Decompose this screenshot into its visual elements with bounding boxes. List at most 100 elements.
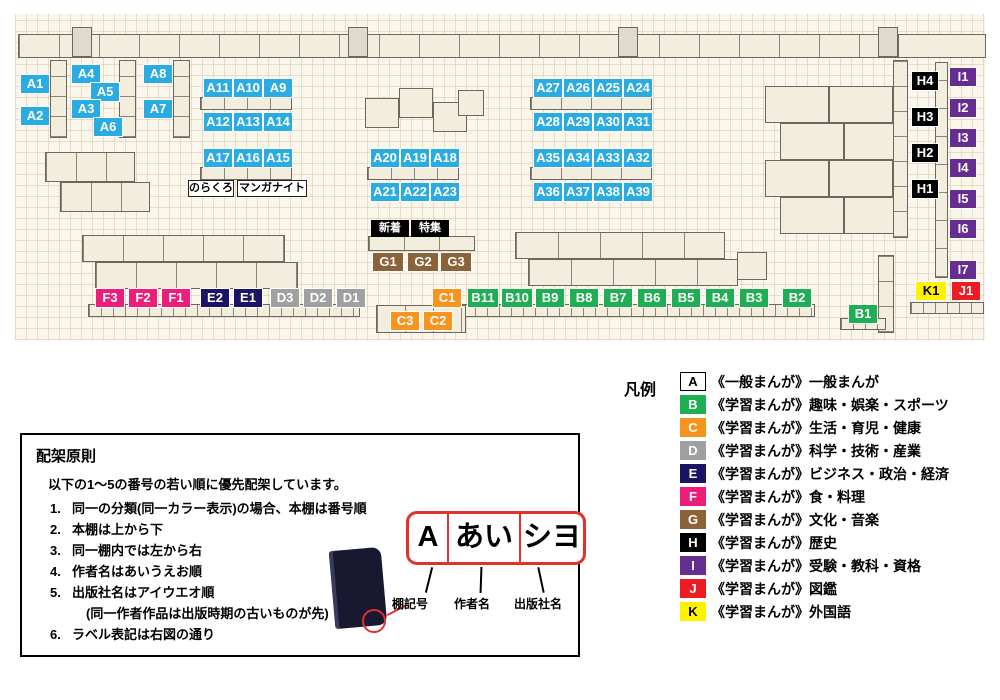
- rule-text: 作者名はあいうえお順: [72, 564, 203, 579]
- shelf-label-a24: A24: [623, 78, 653, 98]
- shelf-label-i5: I5: [949, 189, 977, 209]
- shelf-label-b11: B11: [467, 288, 499, 308]
- shelf-label-a6: A6: [93, 117, 123, 137]
- rule-text: 同一棚内では左から右: [72, 543, 203, 558]
- shelf-label-i3: I3: [949, 128, 977, 148]
- map-text-label-1: マンガナイト: [237, 180, 307, 197]
- shelf-label-b10: B10: [501, 288, 533, 308]
- shelf-block: [878, 255, 894, 333]
- shelf-block: [829, 160, 893, 197]
- shelf-block: [18, 34, 898, 58]
- shelf-block: [173, 60, 190, 138]
- shelf-block: [935, 62, 948, 278]
- legend-category: 食・料理: [809, 488, 865, 505]
- callout-2: 作者名: [454, 597, 491, 611]
- shelf-label-a39: A39: [623, 182, 653, 202]
- rule-number: 5.: [50, 585, 61, 600]
- shelf-label-a1: A1: [20, 74, 50, 94]
- shelf-label-g1: G1: [372, 252, 404, 272]
- legend-chip-a: A: [680, 372, 706, 391]
- legend-chip-b: B: [680, 395, 706, 414]
- shelf-block: [515, 232, 725, 259]
- shelf-block: [365, 98, 399, 128]
- shelf-label-f3: F3: [95, 288, 125, 308]
- legend-chip-h: H: [680, 533, 706, 552]
- legend-series: 《学習まんが》: [711, 419, 809, 436]
- shelf-block: [50, 60, 67, 138]
- shelf-label-a16: A16: [233, 148, 263, 168]
- rule-text: 出版社名はアイウエオ順: [72, 585, 215, 600]
- shelf-label-j1: J1: [951, 281, 981, 301]
- shelf-label-c3: C3: [390, 311, 420, 331]
- principles-intro: 以下の1〜5の番号の若い順に優先配架しています。: [48, 477, 347, 492]
- rule-5-note: (同一作者作品は出版時期の古いものが先): [86, 606, 329, 621]
- callout-line-2: [479, 566, 483, 594]
- shelf-label-a23: A23: [430, 182, 460, 202]
- shelf-label-a10: A10: [233, 78, 263, 98]
- rule-number: 2.: [50, 522, 61, 537]
- shelf-label-c1: C1: [432, 288, 462, 308]
- shelf-label-d1: D1: [336, 288, 366, 308]
- shelf-label-a37: A37: [563, 182, 593, 202]
- shelf-label-a27: A27: [533, 78, 563, 98]
- label-highlight-circle: [362, 609, 386, 633]
- principles-panel: 配架原則 以下の1〜5の番号の若い順に優先配架しています。 1.同一の分類(同一…: [20, 433, 586, 657]
- rule-text: ラベル表記は右図の通り: [72, 627, 216, 642]
- shelf-label-g3: G3: [440, 252, 472, 272]
- shelf-label-a25: A25: [593, 78, 623, 98]
- shelf-block: [200, 167, 292, 180]
- legend-series: 《学習まんが》: [711, 511, 809, 528]
- shelf-label-i7: I7: [949, 260, 977, 280]
- legend-item-c: C《学習まんが》生活・育児・健康: [680, 416, 949, 439]
- rule-number: 6.: [50, 627, 61, 642]
- shelf-label-b8: B8: [569, 288, 599, 308]
- shelf-label-b3: B3: [739, 288, 769, 308]
- shelf-label-a28: A28: [533, 112, 563, 132]
- book-label-cell-3: シヨ: [522, 521, 581, 553]
- shelf-block: [95, 262, 298, 289]
- shelf-label-g2: G2: [407, 252, 439, 272]
- shelf-label-a35: A35: [533, 148, 563, 168]
- legend-category: 図鑑: [809, 580, 837, 597]
- legend-series: 《学習まんが》: [711, 396, 809, 413]
- callout-1: 棚記号: [392, 597, 429, 611]
- shelf-label-a11: A11: [203, 78, 233, 98]
- map-text-label-2: 新着: [371, 220, 409, 237]
- rule-2: 2.本棚は上から下: [50, 519, 564, 540]
- legend-chip-k: K: [680, 602, 706, 621]
- shelf-label-e1: E1: [233, 288, 263, 308]
- legend-category: 科学・技術・産業: [809, 442, 921, 459]
- legend-category: 文化・音楽: [809, 511, 879, 528]
- rule-number: 3.: [50, 543, 61, 558]
- legend-item-i: I《学習まんが》受験・教科・資格: [680, 554, 949, 577]
- shelf-label-i1: I1: [949, 67, 977, 87]
- shelf-block: [399, 88, 433, 118]
- shelf-label-f1: F1: [161, 288, 191, 308]
- callout-line-1: [424, 567, 434, 593]
- shelf-block: [893, 60, 908, 238]
- legend-series: 《学習まんが》: [711, 534, 809, 551]
- legend-chip-f: F: [680, 487, 706, 506]
- shelf-label-a32: A32: [623, 148, 653, 168]
- rule-number: 4.: [50, 564, 61, 579]
- shelf-label-b7: B7: [603, 288, 633, 308]
- legend-series: 《学習まんが》: [711, 580, 809, 597]
- rule-number: 1.: [50, 501, 61, 516]
- shelf-label-f2: F2: [128, 288, 158, 308]
- legend-chip-d: D: [680, 441, 706, 460]
- shelf-label-e2: E2: [200, 288, 230, 308]
- legend-chip-j: J: [680, 579, 706, 598]
- legend-item-g: G《学習まんが》文化・音楽: [680, 508, 949, 531]
- shelf-label-a7: A7: [143, 99, 173, 119]
- rule-4: 4. 作者名はあいうえお順: [50, 561, 564, 582]
- rule-5: 5. 出版社名はアイウエオ順: [50, 582, 564, 603]
- shelf-block: [45, 152, 135, 182]
- shelf-label-a13: A13: [233, 112, 263, 132]
- shelf-block: [528, 259, 738, 286]
- callout-3: 出版社名: [514, 597, 563, 611]
- legend-category: 外国語: [809, 603, 851, 620]
- shelf-label-c2: C2: [423, 311, 453, 331]
- legend-category: 歴史: [809, 534, 837, 551]
- shelf-label-a29: A29: [563, 112, 593, 132]
